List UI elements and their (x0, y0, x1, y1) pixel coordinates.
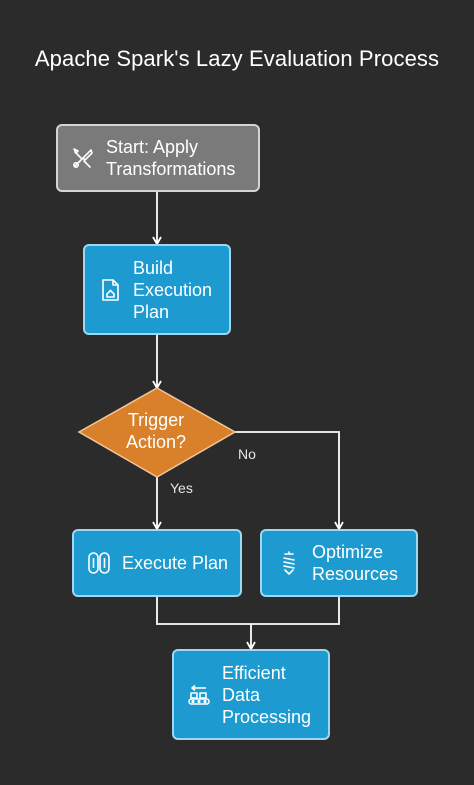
diagram-title: Apache Spark's Lazy Evaluation Process (34, 46, 440, 71)
connector-execute-to-efficient (156, 597, 251, 625)
conveyor-icon (186, 682, 212, 708)
start-node: Start: Apply Transformations (56, 124, 260, 192)
efficient-data-processing-label: Efficient Data Processing (222, 662, 312, 727)
efficient-data-processing-node: Efficient Data Processing (172, 649, 330, 740)
drill-icon (276, 550, 302, 576)
trigger-action-label: Trigger Action? (125, 410, 187, 452)
start-node-label: Start: Apply Transformations (106, 137, 236, 179)
build-execution-plan-label: Build Execution Plan (133, 257, 213, 322)
execute-plan-label: Execute Plan (122, 553, 229, 573)
optimize-resources-node: Optimize Resources (260, 529, 418, 597)
execute-plan-node: Execute Plan (72, 529, 242, 597)
tools-icon (70, 145, 96, 171)
build-execution-plan-node: Build Execution Plan (83, 244, 231, 335)
document-icon (97, 277, 123, 303)
connector-optimize-to-efficient (251, 597, 340, 625)
edge-label-yes: Yes (170, 480, 193, 496)
trigger-action-diamond (77, 387, 237, 478)
edge-label-no: No (238, 446, 256, 462)
chain-link-icon (86, 550, 112, 576)
connector-no-to-optimize (235, 431, 344, 531)
optimize-resources-label: Optimize Resources (312, 542, 399, 584)
